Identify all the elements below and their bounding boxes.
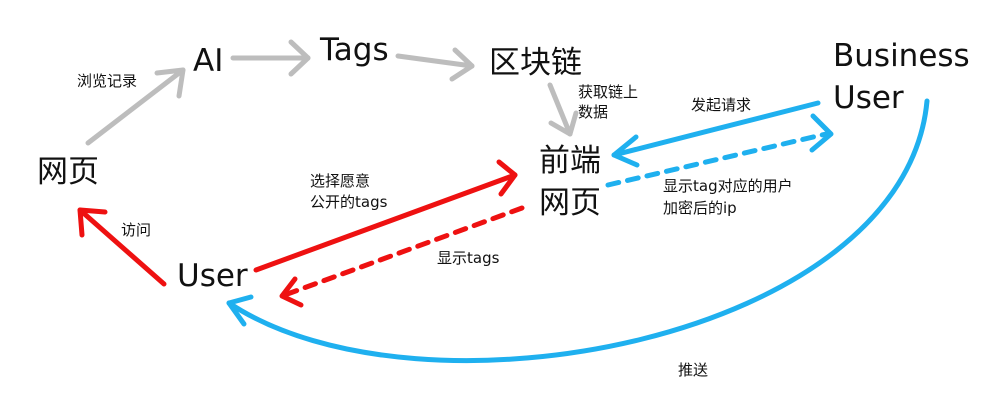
- label-send-request: 发起请求: [691, 96, 752, 114]
- node-business-user-line2: User: [833, 80, 904, 116]
- arrow-ai-to-tags: [230, 39, 311, 77]
- arrow-user-visit-webpage: [77, 207, 167, 287]
- label-browse-history: 浏览记录: [77, 72, 138, 90]
- arrow-frontend-tags-to-user: [279, 205, 525, 308]
- node-ai: AI: [193, 43, 224, 79]
- arrow-business-request-to-frontend: [611, 100, 821, 168]
- label-choose-tags-line1: 选择愿意: [310, 172, 371, 190]
- node-business-user-line1: Business: [833, 38, 970, 74]
- node-tags: Tags: [320, 32, 389, 68]
- label-show-tag-users-line1: 显示tag对应的用户: [663, 177, 793, 195]
- node-frontend-line1: 前端: [539, 143, 601, 179]
- node-webpage: 网页: [37, 154, 99, 190]
- label-visit: 访问: [121, 221, 152, 239]
- arrow-blockchain-to-frontend: [547, 82, 579, 137]
- node-frontend-line2: 网页: [539, 185, 601, 221]
- node-blockchain: 区块链: [489, 45, 582, 81]
- node-user: User: [177, 258, 248, 294]
- gray-arrows: [85, 39, 579, 146]
- arrow-tags-to-blockchain: [395, 47, 475, 82]
- red-arrows: [77, 159, 525, 308]
- label-push: 推送: [678, 361, 709, 379]
- blue-arrows: [226, 98, 930, 364]
- label-show-tags: 显示tags: [437, 249, 500, 267]
- arrow-user-to-frontend: [253, 159, 518, 273]
- arrow-frontend-ip-to-business: [605, 113, 834, 188]
- label-fetch-onchain-line1: 获取链上: [578, 83, 639, 101]
- label-fetch-onchain-line2: 数据: [578, 103, 609, 121]
- label-show-tag-users-line2: 加密后的ip: [663, 199, 737, 217]
- arrow-webpage-to-ai: [85, 67, 186, 146]
- arrow-business-push-to-user: [226, 98, 930, 364]
- label-choose-tags-line2: 公开的tags: [310, 193, 388, 211]
